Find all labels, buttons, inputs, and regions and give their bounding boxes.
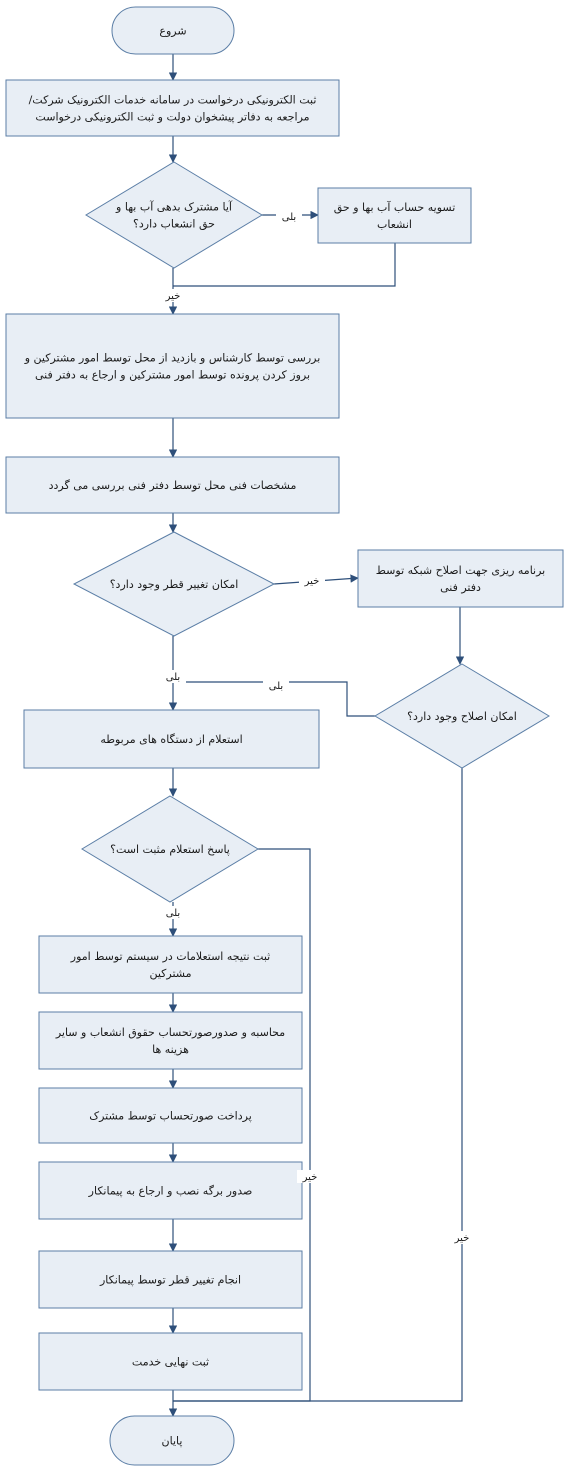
change-q-diamond xyxy=(72,531,276,637)
fix-q-no-label: خیر xyxy=(454,1233,470,1244)
node-settle: تسویه حساب آب بها و حق انشعاب xyxy=(317,187,472,244)
plan-fix-label-line: دفتر فنی xyxy=(440,581,481,594)
settle-box xyxy=(317,187,472,244)
edge-fix-q-no-path xyxy=(173,768,463,1402)
start-label-line: شروع xyxy=(159,25,186,38)
payment-box xyxy=(38,1087,303,1144)
do-change-box xyxy=(38,1250,303,1309)
edge-fix-q-yes-return xyxy=(173,681,375,717)
fix-q-yes-label-bg xyxy=(263,679,289,692)
edge-labels: بلی خیر خیر بلی بلی بلی خیر خیر xyxy=(160,210,475,1244)
register-label-line: ثبت الکترونیکی درخواست در سامانه خدمات ا… xyxy=(29,94,317,107)
debt-q-yes-label-bg xyxy=(276,210,302,223)
record-inquiry-box xyxy=(38,935,303,994)
invoice-label-line: محاسبه و صدورصورتحساب حقوق انشعاب و سایر xyxy=(55,1026,285,1039)
change-q-no-label: خیر xyxy=(304,576,320,587)
inquiry-q-no-label: خیر xyxy=(302,1172,318,1183)
record-inquiry-label-line: ثبت نتیجه استعلامات در سیستم توسط امور xyxy=(70,950,270,963)
plan-fix-box xyxy=(357,549,564,608)
end-terminal xyxy=(109,1415,235,1466)
debt-q-label-line: آیا مشترک بدهی آب بها و xyxy=(115,200,233,214)
node-final-record: ثبت نهایی خدمت xyxy=(38,1332,303,1391)
do-change-label-line: انجام تغییر قطر توسط پیمانکار xyxy=(99,1274,241,1287)
inspect-label-line: بررسی توسط کارشناس و بازدید از محل توسط … xyxy=(24,352,321,365)
node-plan-fix: برنامه ریزی جهت اصلاح شبکه توسط دفتر فنی xyxy=(357,549,564,608)
node-fix-q: امکان اصلاح وجود دارد؟ xyxy=(374,663,550,769)
node-register: ثبت الکترونیکی درخواست در سامانه خدمات ا… xyxy=(5,79,340,137)
node-do-change: انجام تغییر قطر توسط پیمانکار xyxy=(38,1250,303,1309)
node-record-inquiry: ثبت نتیجه استعلامات در سیستم توسط امور مش… xyxy=(38,935,303,994)
fix-q-no-label-bg xyxy=(449,1231,475,1244)
invoice-box xyxy=(38,1011,303,1070)
debt-q-yes-label: بلی xyxy=(282,212,296,223)
node-tech-review: مشخصات فنی محل توسط دفتر فنی بررسی می گر… xyxy=(5,456,340,514)
node-inquiry-q: پاسخ استعلام مثبت است؟ xyxy=(81,795,259,903)
end-label-line: پایان xyxy=(162,1435,183,1448)
debt-q-diamond xyxy=(85,161,263,269)
node-start: شروع xyxy=(111,6,235,55)
plan-fix-label-line: برنامه ریزی جهت اصلاح شبکه توسط xyxy=(376,564,546,577)
change-q-no-label-bg xyxy=(299,574,325,587)
inquiry-q-label-line: پاسخ استعلام مثبت است؟ xyxy=(110,843,230,856)
debt-q-no-label-bg xyxy=(160,289,186,302)
debt-q-label-line: حق انشعاب دارد؟ xyxy=(133,218,215,232)
settle-label-line: انشعاب xyxy=(377,218,412,231)
invoice-label-line: هزینه ها xyxy=(152,1043,189,1056)
inquiry-label-line: استعلام از دستگاه های مربوطه xyxy=(100,733,242,746)
payment-label-line: پرداخت صورتحساب توسط مشترک xyxy=(89,1110,252,1123)
inquiry-box xyxy=(23,709,320,769)
node-end: پایان xyxy=(109,1415,235,1466)
inspect-box xyxy=(5,313,340,419)
node-debt-q: آیا مشترک بدهی آب بها و حق انشعاب دارد؟ xyxy=(85,161,263,269)
node-payment: پرداخت صورتحساب توسط مشترک xyxy=(38,1087,303,1144)
final-record-box xyxy=(38,1332,303,1391)
settle-label-line: تسویه حساب آب بها و حق xyxy=(334,200,456,215)
tech-review-label-line: مشخصات فنی محل توسط دفتر فنی بررسی می گر… xyxy=(49,479,297,492)
record-inquiry-label-line: مشترکین xyxy=(149,967,191,980)
inspect-label-line: بروز کردن پرونده توسط امور مشترکین و ارج… xyxy=(35,369,310,382)
inquiry-q-yes-label-bg xyxy=(160,906,186,919)
register-label-line: مراجعه به دفاتر پیشخوان دولت و ثبت الکتر… xyxy=(35,111,309,124)
node-invoice: محاسبه و صدورصورتحساب حقوق انشعاب و سایر… xyxy=(38,1011,303,1070)
node-inquiry: استعلام از دستگاه های مربوطه xyxy=(23,709,320,769)
install-form-box xyxy=(38,1161,303,1220)
register-box xyxy=(5,79,340,137)
node-install-form: صدور برگه نصب و ارجاع به پیمانکار xyxy=(38,1161,303,1220)
start-terminal xyxy=(111,6,235,55)
edge-settle-return xyxy=(173,243,396,287)
fix-q-diamond xyxy=(374,663,550,769)
change-q-label-line: امکان تغییر قطر وجود دارد؟ xyxy=(110,578,239,591)
final-record-label-line: ثبت نهایی خدمت xyxy=(132,1356,209,1369)
node-inspect: بررسی توسط کارشناس و بازدید از محل توسط … xyxy=(5,313,340,419)
node-change-q: امکان تغییر قطر وجود دارد؟ xyxy=(72,531,276,637)
change-q-yes-label: بلی xyxy=(166,672,180,683)
inquiry-q-no-label-bg xyxy=(297,1170,323,1183)
inquiry-q-yes-label: بلی xyxy=(166,908,180,919)
nodes: شروع ثبت الکترونیکی درخواست در سامانه خدم… xyxy=(5,6,564,1466)
debt-q-no-label: خیر xyxy=(165,291,181,302)
tech-review-box xyxy=(5,456,340,514)
inquiry-q-diamond xyxy=(81,795,259,903)
fix-q-yes-label: بلی xyxy=(269,681,283,692)
change-q-yes-label-bg xyxy=(160,670,186,683)
install-form-label-line: صدور برگه نصب و ارجاع به پیمانکار xyxy=(88,1185,253,1198)
fix-q-label-line: امکان اصلاح وجود دارد؟ xyxy=(407,710,517,723)
